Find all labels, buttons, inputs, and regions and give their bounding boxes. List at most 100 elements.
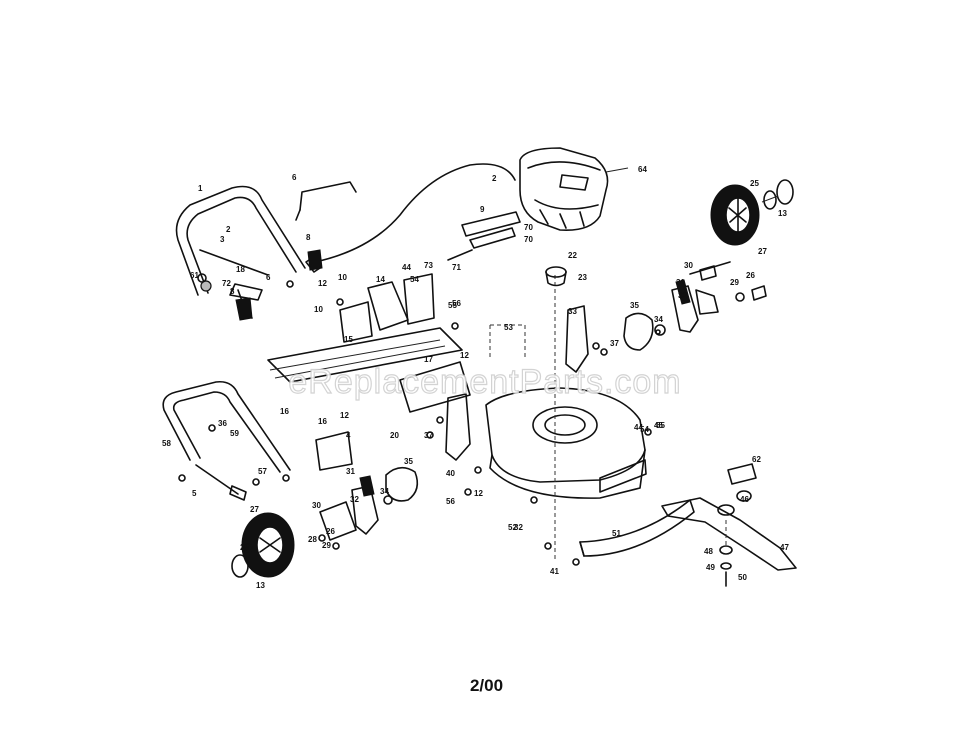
callout-12: 12 <box>318 279 327 288</box>
callout-3: 3 <box>220 235 225 244</box>
callout-33: 33 <box>568 307 577 316</box>
callout-41: 41 <box>550 567 559 576</box>
callout-45: 45 <box>654 421 663 430</box>
callout-48: 48 <box>704 547 713 556</box>
callout-31b: 31 <box>346 467 355 476</box>
control-rod <box>295 181 357 221</box>
callout-34: 34 <box>654 315 663 324</box>
callout-70: 70 <box>524 223 533 232</box>
callout-54b: 54 <box>640 425 649 434</box>
callout-25: 25 <box>750 179 759 188</box>
blade-assembly <box>661 463 797 587</box>
callout-23: 23 <box>578 273 587 282</box>
callout-12c: 12 <box>340 411 349 420</box>
right-height-adjuster <box>671 261 767 333</box>
deflector <box>579 499 695 557</box>
right-rear-wheel <box>710 179 794 246</box>
callout-26b: 26 <box>326 527 335 536</box>
callout-16b: 16 <box>318 417 327 426</box>
callout-71: 71 <box>452 263 461 272</box>
callout-35: 35 <box>630 301 639 310</box>
callout-58: 58 <box>162 439 171 448</box>
callout-55: 55 <box>448 301 457 310</box>
callout-49: 49 <box>706 563 715 572</box>
callout-57: 57 <box>258 467 267 476</box>
mower-deck <box>485 387 647 499</box>
pulley <box>545 266 567 287</box>
watermark-text: eReplacementParts.com <box>288 363 681 401</box>
left-height-adjuster <box>319 466 419 541</box>
callout-14: 14 <box>376 275 385 284</box>
callout-64: 64 <box>638 165 647 174</box>
callout-1: 1 <box>198 184 203 193</box>
center-brackets <box>445 305 589 461</box>
callout-65: 65 <box>656 421 665 430</box>
callout-8b: 8 <box>306 233 311 242</box>
callout-37: 37 <box>610 339 619 348</box>
callout-50: 50 <box>738 573 747 582</box>
callout-51: 51 <box>612 529 621 538</box>
callout-15: 15 <box>344 335 353 344</box>
callout-10b: 10 <box>314 305 323 314</box>
fasteners <box>178 249 652 566</box>
callout-72: 72 <box>222 279 231 288</box>
callout-25b: 25 <box>240 543 249 552</box>
callout-12b: 12 <box>460 351 469 360</box>
callout-56: 56 <box>452 299 461 308</box>
callout-10: 10 <box>338 273 347 282</box>
callout-59: 59 <box>230 429 239 438</box>
callout-29b: 29 <box>322 541 331 550</box>
frame-plates <box>267 273 471 471</box>
callout-30b: 30 <box>312 501 321 510</box>
left-rear-wheel <box>231 512 295 578</box>
callout-44: 44 <box>402 263 411 272</box>
callout-6b: 6 <box>266 273 271 282</box>
callout-34b: 34 <box>380 487 389 496</box>
callout-73: 73 <box>424 261 433 270</box>
callout-62: 62 <box>752 455 761 464</box>
callout-52: 52 <box>508 523 517 532</box>
callout-labels: 1 2 2 3 4 5 6 6 8 8 9 10 10 12 12 12 12 … <box>162 165 789 590</box>
callout-56b: 56 <box>446 497 455 506</box>
callout-32: 32 <box>678 291 687 300</box>
callout-44b: 44 <box>634 423 643 432</box>
callout-36: 36 <box>218 419 227 428</box>
callout-20: 20 <box>390 431 399 440</box>
engine <box>519 147 629 232</box>
callout-32c: 32 <box>514 523 523 532</box>
callout-61: 61 <box>190 271 199 280</box>
lower-handle <box>162 380 291 501</box>
page-revision-date: 2/00 <box>469 676 504 695</box>
callout-4: 4 <box>346 431 351 440</box>
control-bar <box>447 211 521 261</box>
callout-13: 13 <box>778 209 787 218</box>
callout-53: 53 <box>504 323 513 332</box>
callout-54: 54 <box>410 275 419 284</box>
callout-17: 17 <box>424 355 433 364</box>
callout-5: 5 <box>192 489 197 498</box>
callout-35b: 35 <box>404 457 413 466</box>
callout-27: 27 <box>758 247 767 256</box>
callout-2b: 2 <box>492 174 497 183</box>
callout-26: 26 <box>746 271 755 280</box>
callout-8: 8 <box>230 287 235 296</box>
callout-47: 47 <box>780 543 789 552</box>
callout-12d: 12 <box>474 489 483 498</box>
right-bracket <box>623 312 666 351</box>
callout-29: 29 <box>730 278 739 287</box>
callout-40: 40 <box>446 469 455 478</box>
callout-13b: 13 <box>256 581 265 590</box>
callout-46: 46 <box>740 495 749 504</box>
callout-22: 22 <box>568 251 577 260</box>
callout-2: 2 <box>226 225 231 234</box>
callout-16: 16 <box>280 407 289 416</box>
callout-30: 30 <box>684 261 693 270</box>
callout-6: 6 <box>292 173 297 182</box>
crankshaft-axis <box>489 275 556 560</box>
callout-70b: 70 <box>524 235 533 244</box>
callout-37b: 37 <box>424 431 433 440</box>
throttle-cable <box>305 163 516 273</box>
callout-27b: 27 <box>250 505 259 514</box>
callout-9: 9 <box>480 205 485 214</box>
